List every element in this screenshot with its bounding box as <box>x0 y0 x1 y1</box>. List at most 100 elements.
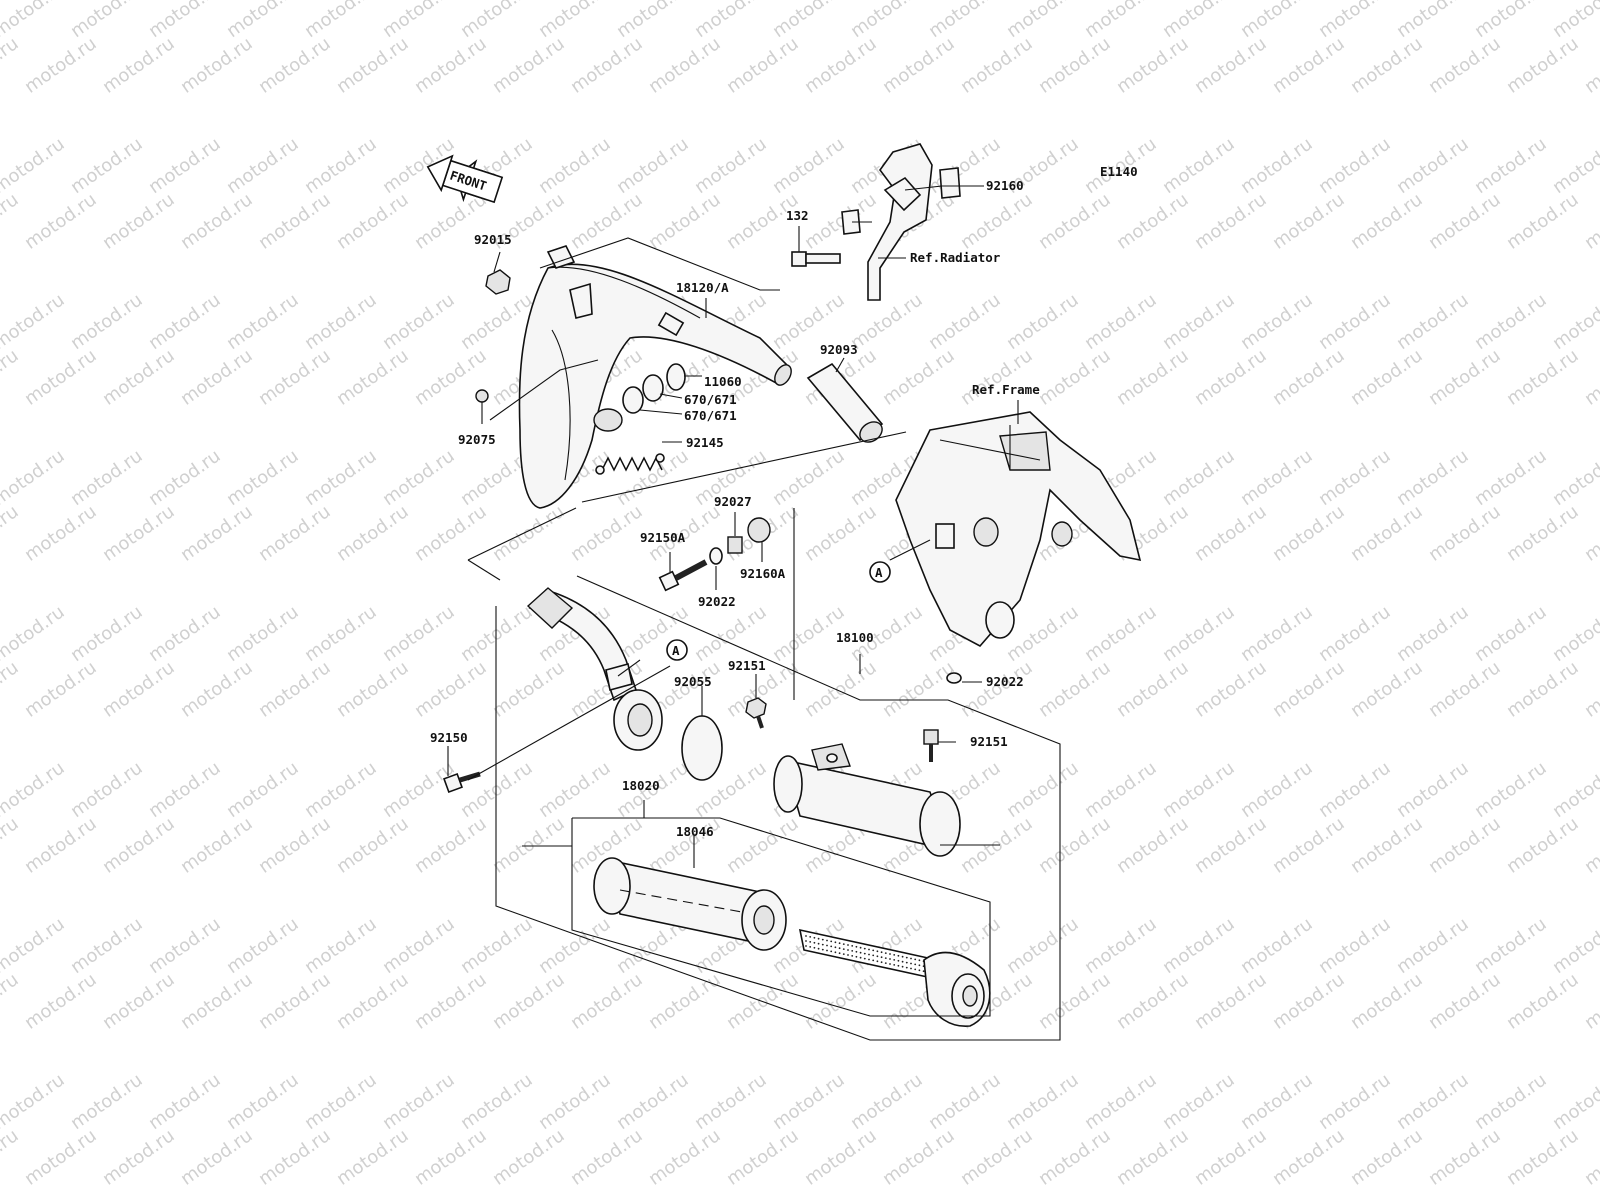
watermark-text: motod.ru <box>0 345 22 410</box>
perforation-dot <box>830 940 833 943</box>
watermark-text: motod.ru <box>1113 813 1193 878</box>
watermark-text: motod.ru <box>1113 33 1193 98</box>
spring-92145 <box>595 453 665 475</box>
perforation-dot <box>826 949 828 952</box>
watermark-text: motod.ru <box>1269 969 1349 1034</box>
perforation-dot <box>922 970 925 973</box>
watermark-text: motod.ru <box>1581 1125 1600 1190</box>
watermark-text: motod.ru <box>535 758 615 823</box>
perforation-dot <box>855 950 858 953</box>
watermark-text: motod.ru <box>1471 134 1551 199</box>
watermark-text: motod.ru <box>1315 602 1395 667</box>
label-92055: 92055 <box>674 674 712 689</box>
watermark-text: motod.ru <box>1237 134 1317 199</box>
label-670-671-b: 670/671 <box>684 408 737 423</box>
perforation-dot <box>834 946 837 949</box>
watermark-text: motod.ru <box>535 134 615 199</box>
watermark-text: motod.ru <box>145 758 225 823</box>
watermark-text: motod.ru <box>1237 758 1317 823</box>
label-ref-radiator: Ref.Radiator <box>910 250 1001 265</box>
perforation-dot <box>901 965 904 968</box>
watermark-text: motod.ru <box>1581 501 1600 566</box>
perforation-dot <box>884 952 887 954</box>
watermark-text: motod.ru <box>1503 189 1583 254</box>
watermark-text: motod.ru <box>1081 290 1161 355</box>
perforation-dot <box>805 940 807 942</box>
watermark-text: motod.ru <box>1393 0 1473 42</box>
bolt-92150A <box>658 559 708 592</box>
watermark-text: motod.ru <box>333 501 413 566</box>
watermark-text: motod.ru <box>1113 345 1193 410</box>
label-92015: 92015 <box>474 232 512 247</box>
watermark-text: motod.ru <box>1549 446 1600 511</box>
perforation-dot <box>838 947 841 950</box>
watermark-text: motod.ru <box>1347 657 1427 722</box>
watermark-text: motod.ru <box>769 134 849 199</box>
perforation-dot <box>914 958 917 961</box>
perforation-dot <box>905 956 908 959</box>
watermark-text: motod.ru <box>613 446 693 511</box>
perforation-dot <box>918 964 921 967</box>
watermark-text: motod.ru <box>301 134 381 199</box>
watermark-text: motod.ru <box>223 446 303 511</box>
label-92022-a: 92022 <box>698 594 736 609</box>
perforation-dot <box>914 963 917 966</box>
perforation-dot <box>842 953 845 955</box>
label-92150: 92150 <box>430 730 468 745</box>
watermark-text: motod.ru <box>223 134 303 199</box>
watermark-text: motod.ru <box>223 602 303 667</box>
watermark-text: motod.ru <box>301 602 381 667</box>
watermark-text: motod.ru <box>255 813 335 878</box>
watermark-text: motod.ru <box>457 0 537 42</box>
watermark-text: motod.ru <box>145 602 225 667</box>
watermark-text: motod.ru <box>223 290 303 355</box>
label-ref-frame: Ref.Frame <box>972 382 1040 397</box>
watermark-text: motod.ru <box>457 1070 537 1135</box>
watermark-text: motod.ru <box>1035 345 1115 410</box>
perforation-dot <box>897 964 900 967</box>
watermark-text: motod.ru <box>1471 758 1551 823</box>
watermark-text: motod.ru <box>333 345 413 410</box>
perforation-dot <box>880 956 883 959</box>
perforation-dot <box>905 961 908 964</box>
perforation-dot <box>817 947 820 950</box>
watermark-text: motod.ru <box>0 758 69 823</box>
watermark-text: motod.ru <box>1237 1070 1317 1135</box>
watermark-text: motod.ru <box>1269 33 1349 98</box>
radiator-bracket <box>841 143 961 301</box>
perforation-dot <box>918 959 921 962</box>
watermark-text: motod.ru <box>0 446 69 511</box>
watermark-text: motod.ru <box>1191 189 1271 254</box>
muffler-18100 <box>773 743 961 857</box>
perforation-dot <box>889 958 891 960</box>
watermark-text: motod.ru <box>1191 657 1271 722</box>
watermark-text: motod.ru <box>223 758 303 823</box>
watermark-text: motod.ru <box>411 1125 491 1190</box>
watermark-text: motod.ru <box>489 969 569 1034</box>
watermark-text: motod.ru <box>1425 813 1505 878</box>
watermark-text: motod.ru <box>1003 914 1083 979</box>
watermark-text: motod.ru <box>925 1070 1005 1135</box>
watermark-text: motod.ru <box>1549 0 1600 42</box>
watermark-text: motod.ru <box>99 969 179 1034</box>
watermark-text: motod.ru <box>379 602 459 667</box>
front-arrow: FRONT <box>426 154 504 204</box>
perforation-dot <box>876 950 879 953</box>
perforation-dot <box>863 952 866 955</box>
watermark-text: motod.ru <box>1081 914 1161 979</box>
watermark-text: motod.ru <box>177 345 257 410</box>
watermark-text: motod.ru <box>21 345 101 410</box>
watermark-text: motod.ru <box>333 1125 413 1190</box>
watermark-text: motod.ru <box>1081 0 1161 42</box>
watermark-text: motod.ru <box>1471 914 1551 979</box>
perforation-dot <box>910 962 912 965</box>
watermark-text: motod.ru <box>1549 602 1600 667</box>
watermark-text: motod.ru <box>1159 446 1239 511</box>
watermark-text: motod.ru <box>535 0 615 42</box>
watermark-text: motod.ru <box>489 813 569 878</box>
watermark-text: motod.ru <box>333 969 413 1034</box>
label-92145: 92145 <box>686 435 724 450</box>
watermark-text: motod.ru <box>1237 0 1317 42</box>
